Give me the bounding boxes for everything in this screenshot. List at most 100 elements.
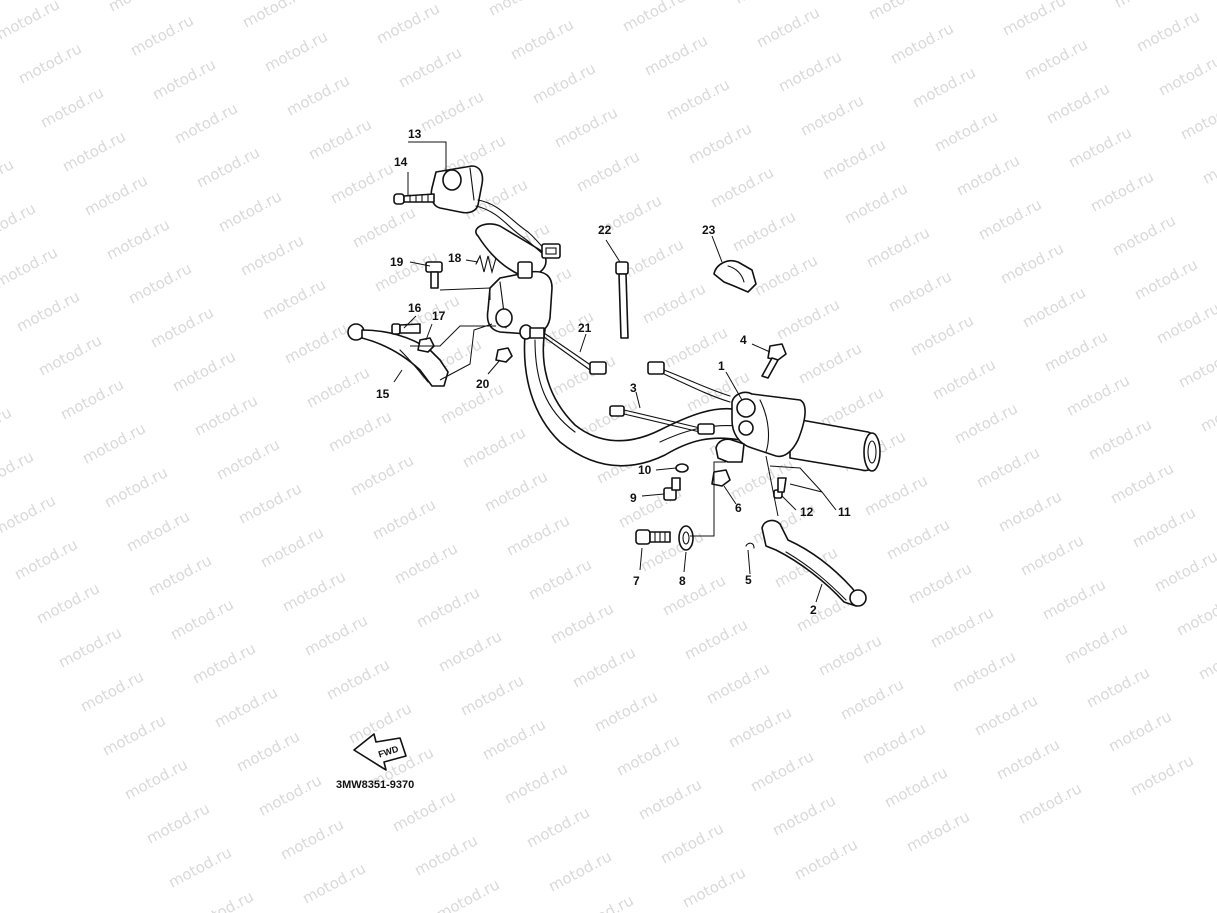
watermark-text: motod.ru (77, 667, 146, 715)
watermark-text: motod.ru (747, 747, 816, 795)
part-19-pivot-bolt (425, 261, 443, 289)
watermark-text: motod.ru (57, 375, 126, 423)
watermark-text: motod.ru (121, 755, 190, 803)
watermark-text: motod.ru (729, 207, 798, 255)
watermark-text: motod.ru (479, 715, 548, 763)
watermark-text: motod.ru (525, 555, 594, 603)
watermark-text: motod.ru (79, 419, 148, 467)
watermark-text: motod.ru (299, 859, 368, 907)
watermark-text: motod.ru (545, 847, 614, 895)
part-5-circlip (745, 542, 755, 549)
callout-17: 17 (432, 309, 446, 323)
connector-right (647, 361, 731, 403)
callout-20: 20 (476, 377, 490, 391)
part-21-switch-cable (519, 324, 607, 375)
callout-22: 22 (598, 223, 612, 237)
watermark-text: motod.ru (795, 339, 864, 387)
watermark-text: motod.ru (819, 135, 888, 183)
bracket-under-housing (715, 438, 745, 463)
watermark-text: motod.ru (1151, 547, 1217, 595)
watermark-text: motod.ru (389, 787, 458, 835)
part-1-right-housing (731, 391, 806, 458)
watermark-text: motod.ru (13, 287, 82, 335)
callout-7: 7 (633, 574, 640, 588)
watermark-text: motod.ru (1177, 95, 1217, 143)
watermark-text: motod.ru (211, 683, 280, 731)
watermark-text: motod.ru (1039, 575, 1108, 623)
watermark-text: motod.ru (165, 843, 234, 891)
part-16-bolt (391, 323, 421, 335)
part-8-locknut (678, 525, 694, 551)
watermark-text: motod.ru (373, 0, 442, 48)
watermark-text: motod.ru (481, 467, 550, 515)
watermark-text: motod.ru (417, 87, 486, 135)
watermark-text: motod.ru (1043, 79, 1112, 127)
watermark-text: motod.ru (909, 63, 978, 111)
watermark-text: motod.ru (1021, 35, 1090, 83)
watermark-text: motod.ru (143, 799, 212, 847)
watermark-text: motod.ru (261, 27, 330, 75)
watermark-text: motod.ru (1083, 663, 1152, 711)
watermark-text: motod.ru (277, 815, 346, 863)
watermark-text: motod.ru (529, 59, 598, 107)
watermark-text: motod.ru (773, 295, 842, 343)
watermark-text: motod.ru (569, 643, 638, 691)
watermark-text: motod.ru (255, 771, 324, 819)
watermark-text: motod.ru (619, 0, 688, 36)
watermark-text: motod.ru (147, 303, 216, 351)
watermark-text: motod.ru (325, 407, 394, 455)
watermark-text: motod.ru (233, 727, 302, 775)
watermark-text: motod.ru (1199, 139, 1217, 187)
watermark-text: motod.ru (1107, 459, 1176, 507)
watermark-text: motod.ru (995, 487, 1064, 535)
part-12-screw (773, 477, 787, 499)
callout-23: 23 (702, 223, 716, 237)
callout-9: 9 (630, 491, 637, 505)
watermark-text: motod.ru (951, 399, 1020, 447)
watermark-text: motod.ru (1195, 635, 1217, 683)
watermark-text: motod.ru (11, 535, 80, 583)
watermark-text: motod.ru (753, 3, 822, 51)
watermark-text: motod.ru (1131, 255, 1200, 303)
part-10-washer (675, 463, 689, 473)
watermark-text: motod.ru (305, 115, 374, 163)
watermark-text: motod.ru (685, 119, 754, 167)
callout-5: 5 (745, 573, 752, 587)
callout-16: 16 (408, 301, 422, 315)
watermark-text: motod.ru (1111, 0, 1180, 12)
watermark-text: motod.ru (101, 463, 170, 511)
watermark-text: motod.ru (885, 267, 954, 315)
watermark-text: motod.ru (189, 639, 258, 687)
callout-11: 11 (838, 505, 851, 519)
watermark-text: motod.ru (1133, 7, 1202, 55)
part-9-bolt (663, 477, 681, 501)
watermark-text: motod.ru (0, 447, 37, 495)
watermark-text: motod.ru (369, 495, 438, 543)
watermark-text: motod.ru (193, 143, 262, 191)
watermark-text: motod.ru (881, 763, 950, 811)
callout-3: 3 (630, 381, 637, 395)
watermark-text: motod.ru (257, 523, 326, 571)
watermark-text: motod.ru (81, 171, 150, 219)
part-3-brake-switch (609, 405, 715, 435)
watermark-text: motod.ru (791, 835, 860, 883)
watermark-text: motod.ru (815, 631, 884, 679)
watermark-text: motod.ru (903, 807, 972, 855)
callout-8: 8 (679, 574, 686, 588)
watermark-text: motod.ru (725, 703, 794, 751)
watermark-text: motod.ru (931, 107, 1000, 155)
watermark-text: motod.ru (679, 863, 748, 911)
watermark-text: motod.ru (433, 875, 502, 913)
watermark-text: motod.ru (59, 127, 128, 175)
watermark-text: motod.ru (703, 659, 772, 707)
watermark-text: motod.ru (0, 199, 39, 247)
watermark-text: motod.ru (485, 0, 554, 20)
watermark-text: motod.ru (547, 599, 616, 647)
watermark-text: motod.ru (1173, 591, 1217, 639)
watermark-text: motod.ru (1085, 415, 1154, 463)
watermark-text: motod.ru (1175, 343, 1217, 391)
callout-18: 18 (448, 251, 462, 265)
watermark-text: motod.ru (751, 251, 820, 299)
watermark-text: motod.ru (681, 615, 750, 663)
